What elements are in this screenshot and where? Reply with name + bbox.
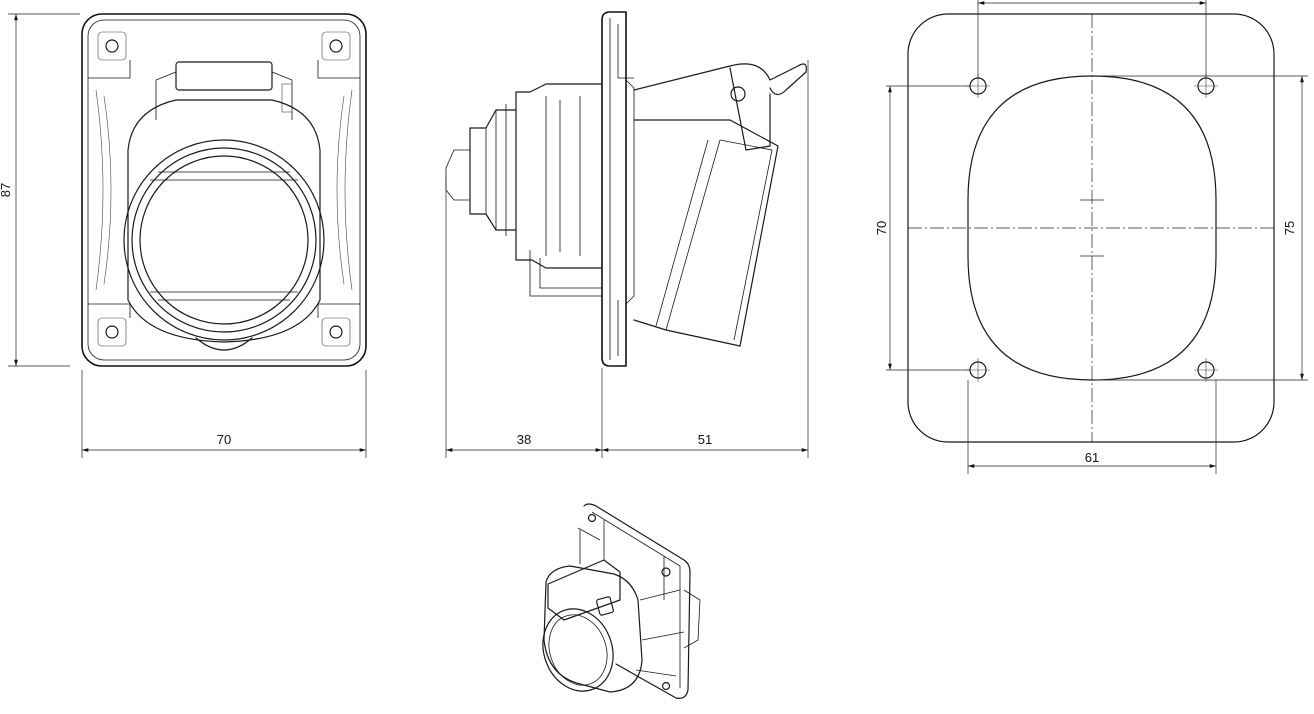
front-height-label: 87: [0, 183, 13, 197]
side-view: 38 51: [445, 11, 809, 458]
cutout-opening: [967, 75, 1217, 381]
cutout-horizontal-label: 61: [1085, 450, 1099, 465]
cutout-vertical-label: 70: [874, 221, 889, 235]
lid-arm: [729, 67, 771, 151]
rear-body: [515, 83, 603, 269]
iso-socket-face: [542, 608, 614, 692]
front-view: 70 87: [0, 13, 367, 458]
front-flange-outline: [81, 13, 367, 367]
mount-hole-icon: [329, 39, 343, 53]
socket-ring-inner: [131, 147, 317, 333]
lid-hinge: [175, 61, 273, 91]
mount-hole-icon: [105, 325, 119, 339]
front-width-label: 70: [217, 432, 231, 447]
cutout-outer-label: 75: [1282, 221, 1297, 235]
iso-lid: [547, 559, 621, 621]
isometric-view: [542, 503, 701, 699]
mount-hole-icon: [329, 325, 343, 339]
side-rear-depth-label: 51: [698, 432, 712, 447]
hinge-pin-icon: [730, 86, 746, 102]
socket-ring-outer: [123, 139, 325, 341]
cutout-view: 61 70 75: [874, 0, 1308, 474]
cable-gland: [469, 109, 517, 231]
mount-hole-icon: [105, 39, 119, 53]
front-socket-body: [633, 119, 779, 347]
side-front-depth-label: 38: [517, 432, 531, 447]
side-flange: [601, 11, 627, 367]
front-flange-inner: [87, 19, 361, 361]
socket-face: [139, 155, 309, 325]
lid-spring: [633, 63, 807, 96]
front-mounting-holes: [97, 31, 351, 347]
lid-outline: [127, 99, 321, 343]
iso-flange: [583, 503, 691, 699]
lid-latch: [195, 337, 253, 351]
iso-socket-body: [543, 565, 643, 693]
